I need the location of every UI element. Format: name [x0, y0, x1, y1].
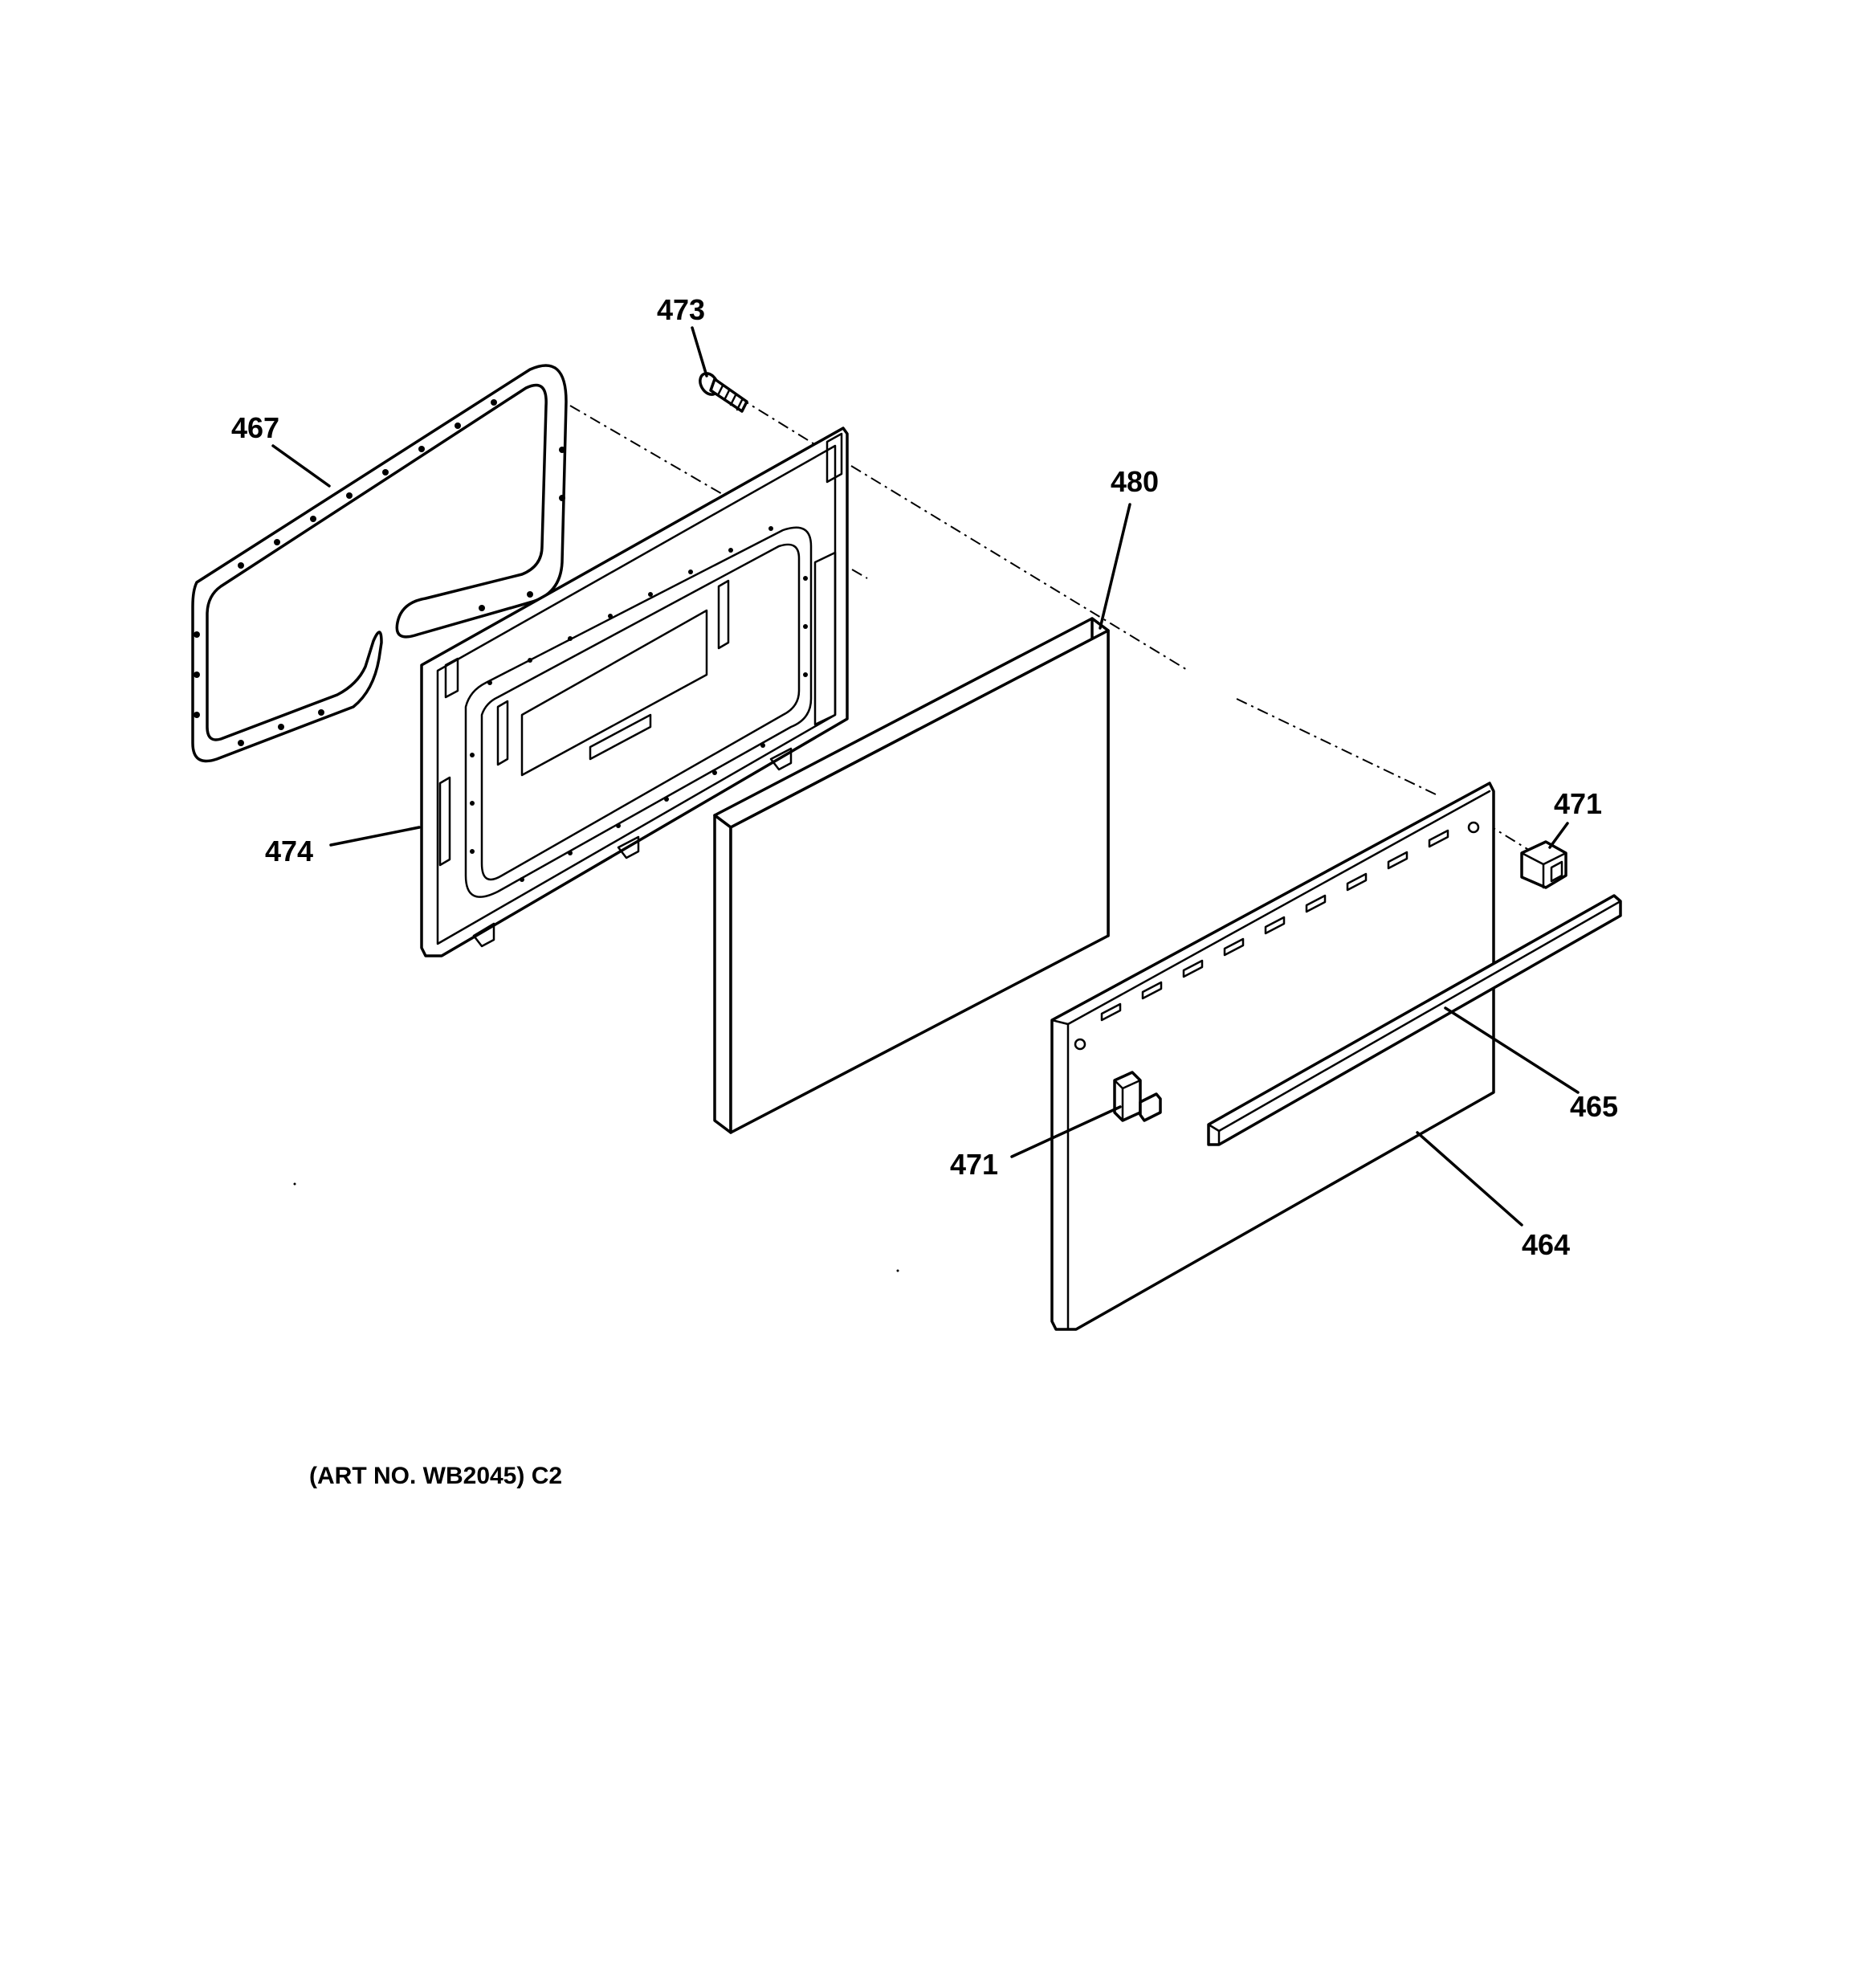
outer-door-panel-464: [1050, 782, 1495, 1331]
leader-465: [1444, 1006, 1580, 1094]
art-number: (ART NO. WB2045) C2: [309, 1463, 562, 1489]
leader-464: [1416, 1131, 1523, 1227]
liner-screw-holes: [470, 526, 808, 882]
gasket-clips: [194, 399, 565, 746]
leader-473: [691, 326, 708, 378]
door-trim-465: [1207, 894, 1622, 1146]
leader-474: [329, 826, 421, 847]
leader-467: [271, 444, 331, 488]
door-gasket-467: [191, 364, 568, 763]
callout-465: 465: [1570, 1090, 1618, 1123]
leader-480: [1099, 503, 1131, 630]
leader-lines: [271, 326, 1580, 1227]
screw-473: [699, 372, 748, 413]
callout-473: 473: [657, 293, 705, 326]
panel-vent-slots: [1100, 829, 1449, 1022]
callout-467: 467: [231, 411, 279, 444]
callout-471-bottom: 471: [950, 1148, 998, 1181]
door-insulation-480: [713, 617, 1110, 1134]
scan-speck: [896, 1269, 899, 1272]
callouts: 467 473 480 474 471 465 471 464: [231, 293, 1618, 1261]
door-liner-474: [420, 427, 849, 957]
leader-471-bottom: [1010, 1105, 1122, 1158]
leader-471-top: [1548, 822, 1569, 849]
hinge-bracket-471-panel: [1113, 1071, 1162, 1122]
callout-471-top: 471: [1554, 787, 1602, 820]
callout-480: 480: [1111, 465, 1159, 498]
scan-speck: [293, 1182, 296, 1186]
hinge-bracket-471-right: [1520, 840, 1567, 889]
callout-464: 464: [1522, 1228, 1570, 1261]
callout-474: 474: [265, 835, 313, 867]
